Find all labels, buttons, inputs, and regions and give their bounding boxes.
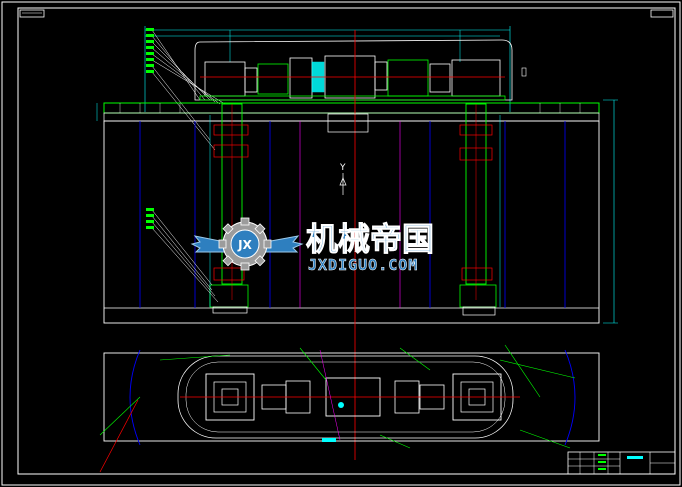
- watermark: JX 机械帝国 JXDIGUO.COM: [190, 217, 435, 274]
- plan-view: [99, 344, 600, 473]
- gear-wings-logo-icon: [190, 217, 304, 271]
- axis-label: Y: [339, 163, 346, 173]
- left-column: [209, 103, 249, 314]
- inner-border: [17, 7, 676, 475]
- front-elevation-view: Y: [96, 26, 618, 460]
- right-column: [459, 103, 501, 316]
- watermark-subtitle: JXDIGUO.COM: [308, 256, 418, 274]
- sheet-tag: [19, 9, 45, 18]
- watermark-title: 机械帝国: [306, 220, 434, 258]
- watermark-emblem-text: JX: [237, 238, 252, 252]
- title-block: [567, 451, 676, 475]
- sheet-tag-right: [650, 9, 674, 18]
